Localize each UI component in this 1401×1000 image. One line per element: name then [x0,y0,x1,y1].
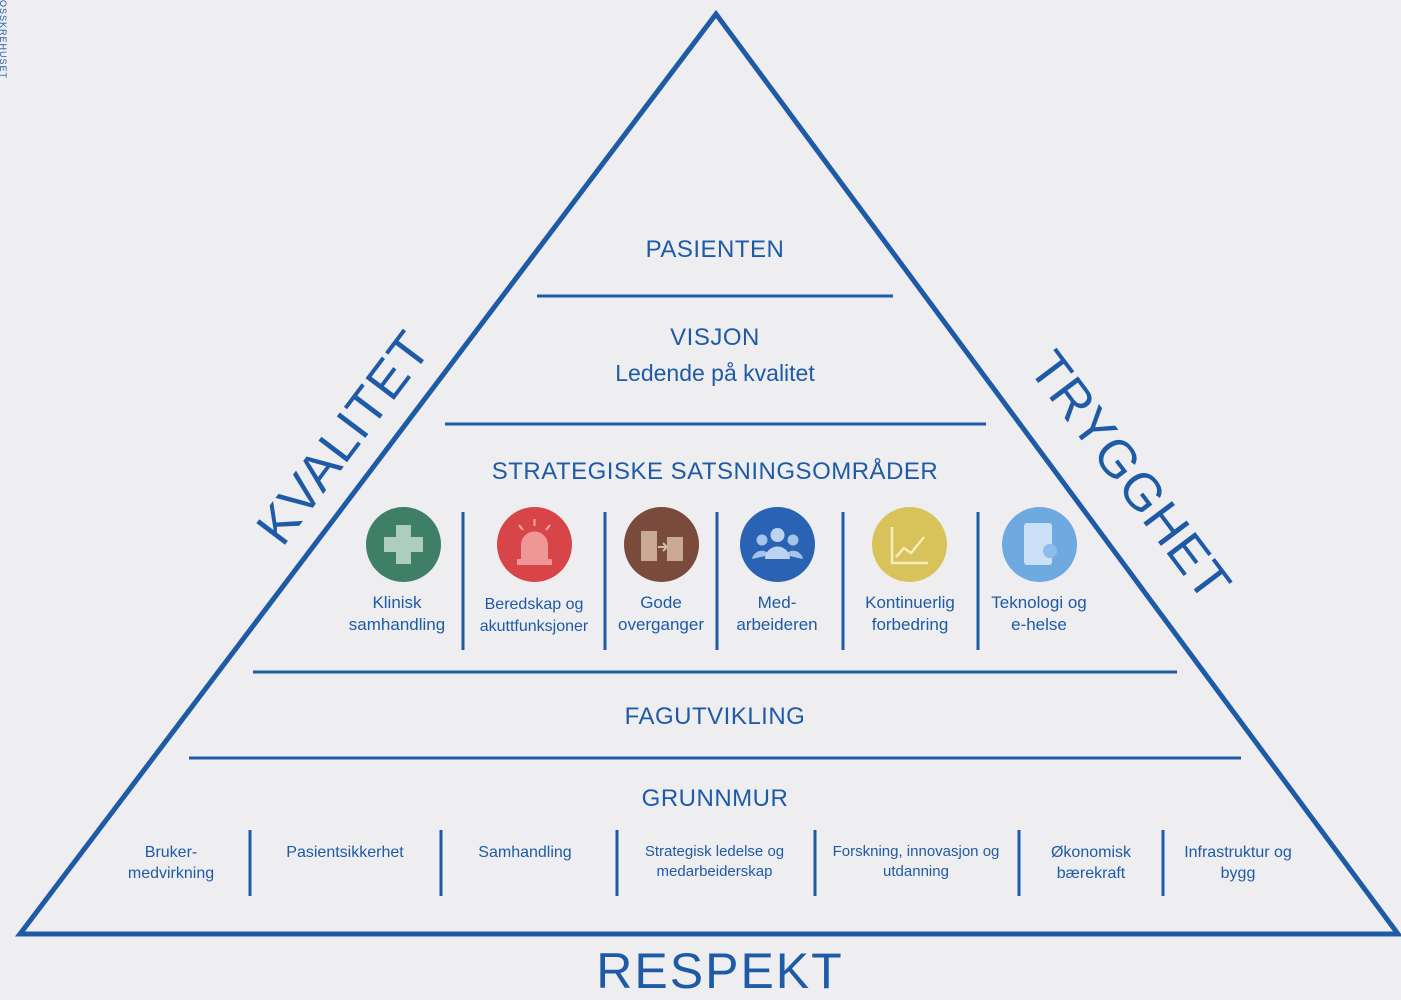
strategic-label: Gode overganger [617,593,704,634]
base-label: Pasientsikkerhet [286,844,404,861]
base-label: Bruker-medvirkning [127,844,215,882]
section-title-fagutvikling: FAGUTVIKLING [624,703,806,730]
vision-text: Ledende på kvalitet [615,360,815,386]
strategic-label: Kontinuerlig forbedring [865,593,955,634]
base-label: Samhandling [478,844,572,861]
corner-label: OSSKREHUSET [0,0,8,80]
tablet-icon [1002,507,1077,582]
chart-icon [872,507,947,582]
strategic-label: Beredskap og akuttfunksjoner [479,596,589,635]
buildings-icon [624,507,699,582]
section-title-strategic: STRATEGISKE SATSNINGSOMRÅDER [491,458,939,485]
strategic-label: Teknologi og e-helse [991,593,1087,634]
section-title-grunnmur: GRUNNMUR [641,785,789,812]
base-label: Infrastruktur og bygg [1184,844,1292,882]
section-title-pasienten: PASIENTEN [645,236,785,263]
cross-icon [366,507,441,582]
siren-icon [497,507,572,582]
section-title-visjon: VISJON [670,324,760,351]
strategic-label: Med-arbeideren [736,593,818,634]
bottom-label-respekt: RESPEKT [596,943,844,999]
strategic-label: Klinisk samhandling [348,593,446,634]
base-label: Strategisk ledelse og medarbeiderskap [644,843,785,880]
pyramid-outline [14,9,1401,937]
base-label: Økonomisk bærekraft [1050,844,1132,882]
base-label: Forskning, innovasjon og utdanning [832,843,1000,880]
people-icon [740,507,815,582]
